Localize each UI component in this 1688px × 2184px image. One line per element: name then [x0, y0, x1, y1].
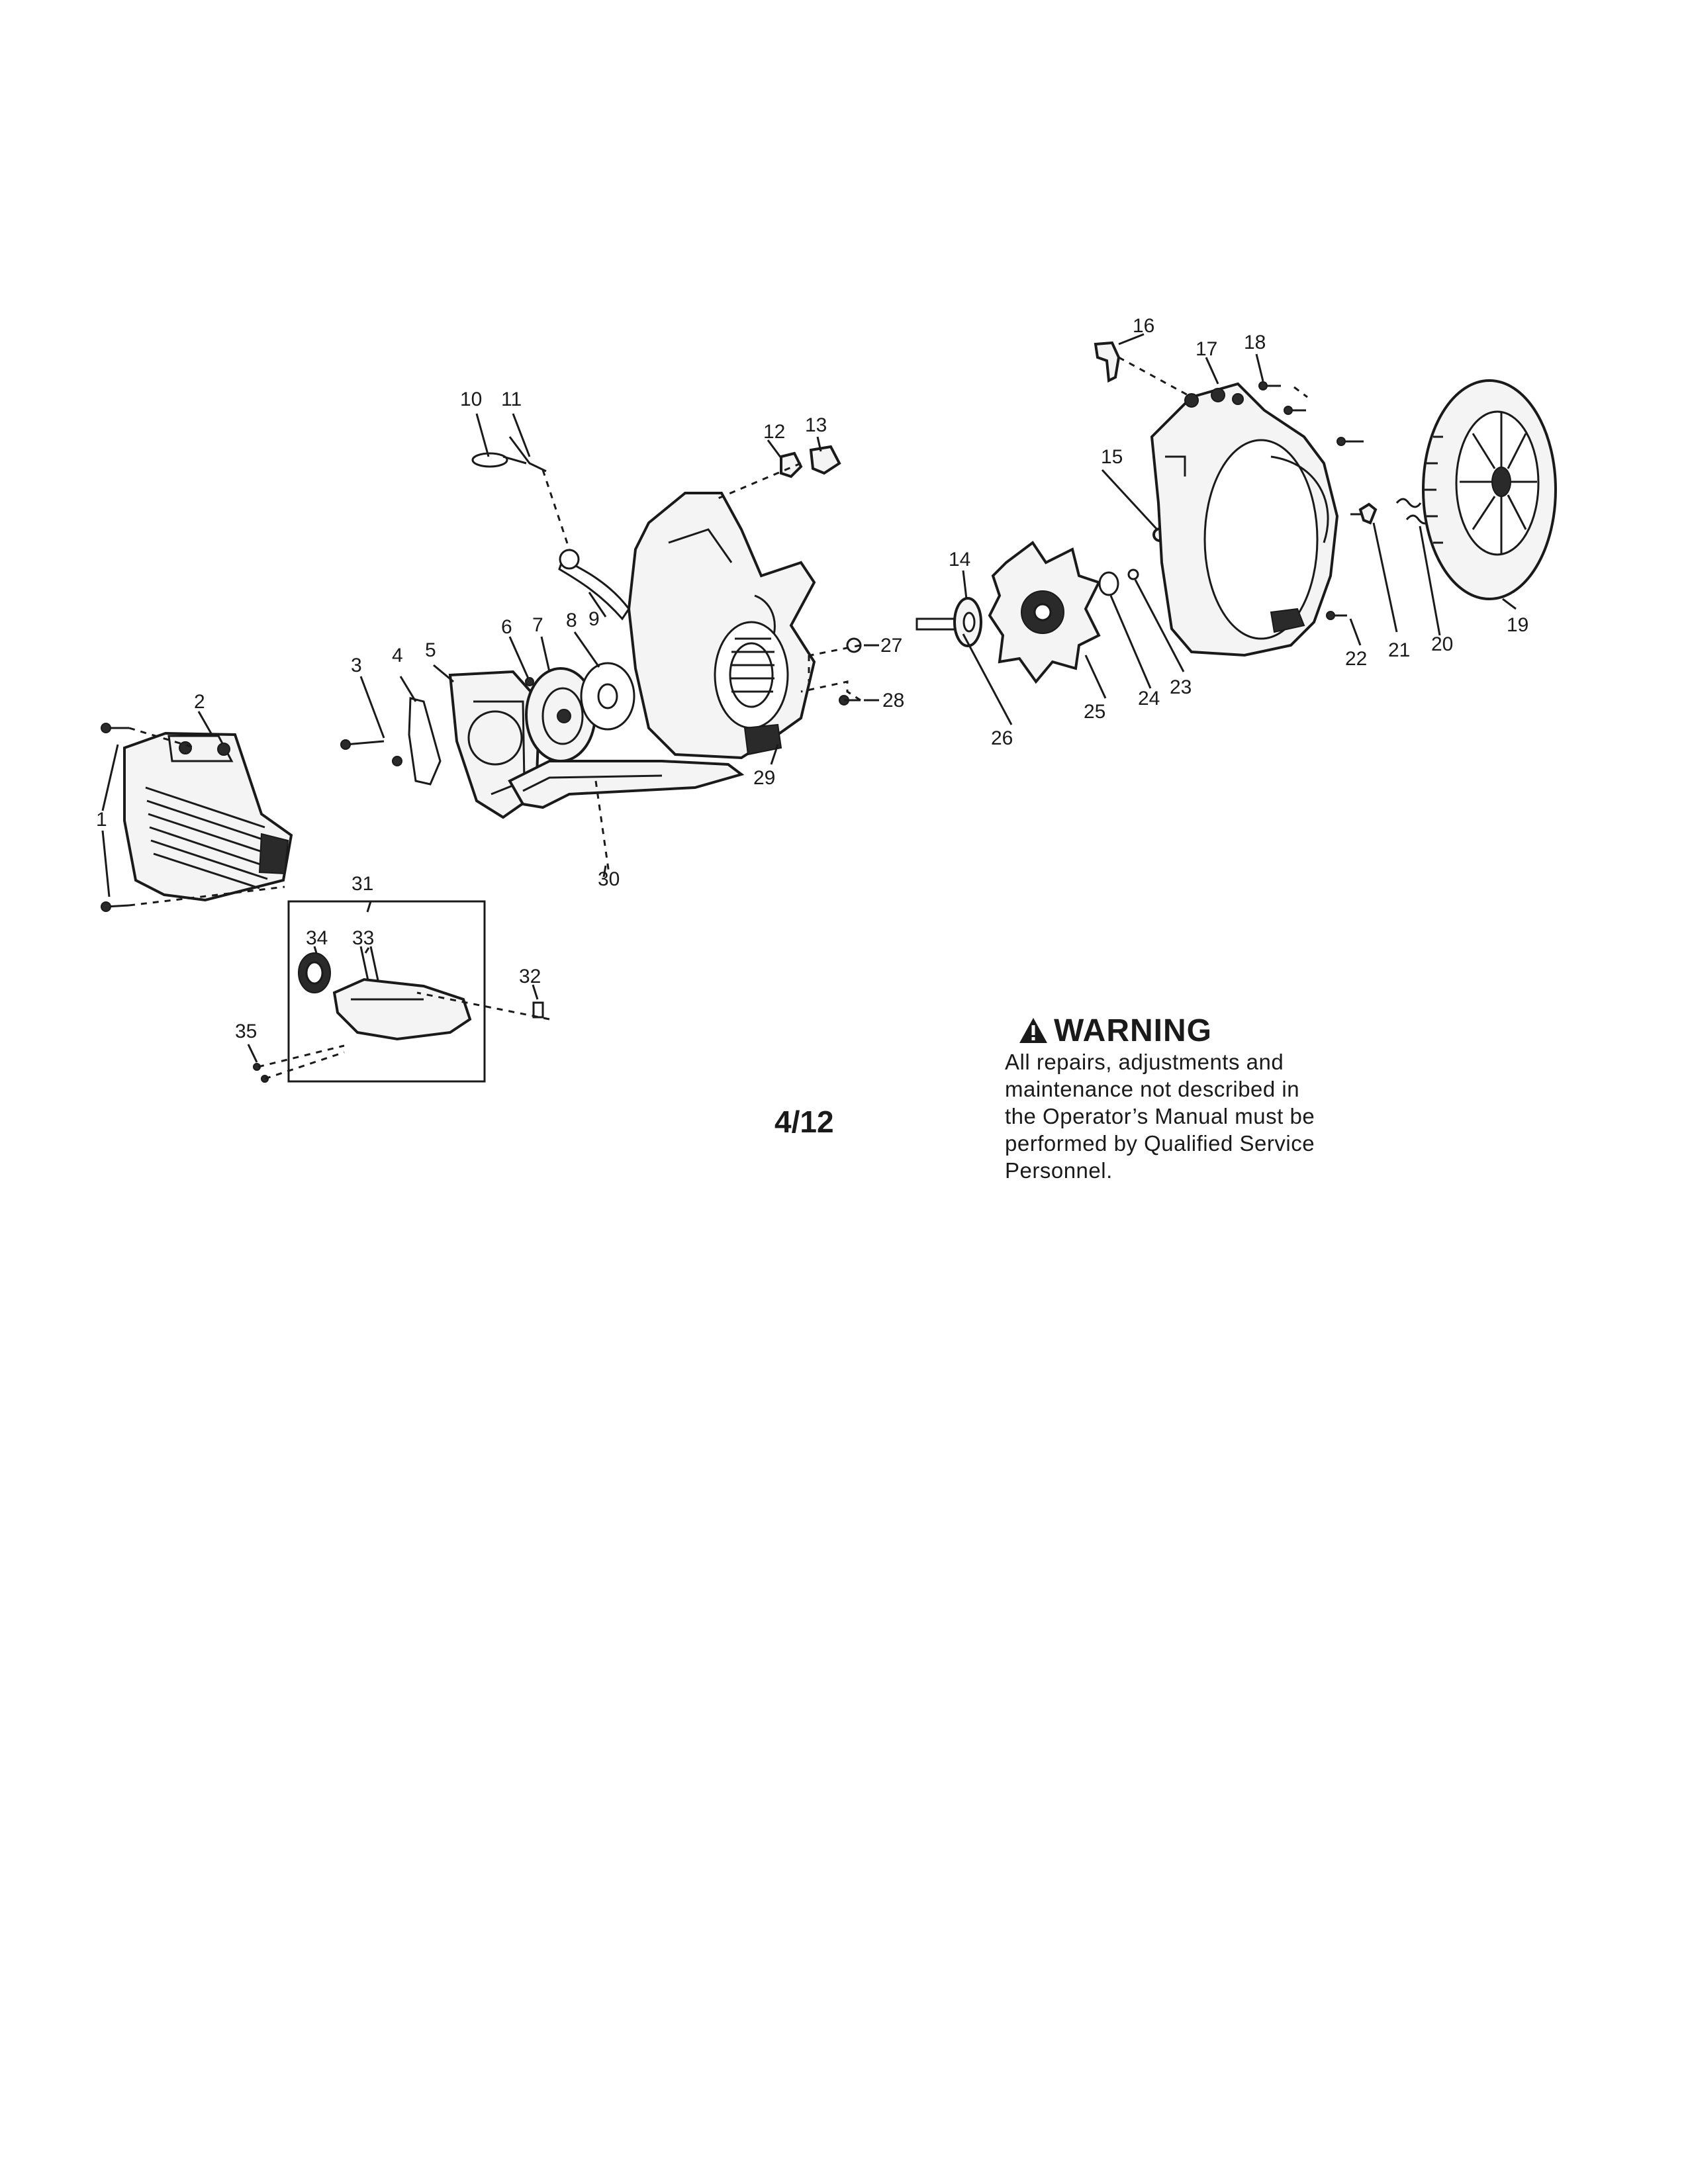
callout-1: 1 — [96, 809, 107, 831]
part-9-fuel-hose — [558, 549, 630, 621]
callout-13: 13 — [805, 414, 827, 436]
callout-11: 11 — [501, 388, 522, 410]
part-26-shaft — [915, 617, 958, 631]
callout-26: 26 — [991, 727, 1013, 749]
part-6-pulley — [525, 677, 534, 686]
part-11-fuel-line — [508, 436, 547, 473]
callout-14: 14 — [949, 549, 970, 570]
part-18-screws — [1258, 381, 1364, 446]
part-2-air-filter-cover — [123, 731, 293, 902]
part-16-switch — [1094, 341, 1121, 383]
callout-32: 32 — [519, 966, 541, 987]
callout-31: 31 — [352, 873, 373, 895]
warning-heading: WARNING — [1018, 1013, 1402, 1048]
callout-23: 23 — [1170, 676, 1192, 698]
callout-22: 22 — [1345, 648, 1367, 670]
warning-line: Personnel. — [1005, 1158, 1113, 1183]
callout-5: 5 — [425, 639, 436, 661]
part-32-pin — [532, 1001, 544, 1019]
callout-18: 18 — [1244, 332, 1266, 353]
callout-35: 35 — [235, 1021, 257, 1042]
warning-triangle-icon — [1019, 1018, 1047, 1043]
callout-28: 28 — [882, 690, 904, 711]
callout-20: 20 — [1431, 633, 1453, 655]
part-22-screw — [1326, 611, 1347, 620]
callout-34: 34 — [306, 927, 328, 949]
part-19-intake-grille — [1422, 379, 1557, 600]
callout-3: 3 — [351, 655, 362, 676]
warning-title: WARNING — [1054, 1013, 1212, 1048]
part-17-blower-housing — [1150, 382, 1339, 657]
part-24-washer — [1098, 571, 1119, 596]
callout-9: 9 — [588, 608, 600, 630]
warning-text: All repairs, adjustments and maintenance… — [1005, 1048, 1402, 1184]
callout-15: 15 — [1101, 446, 1123, 468]
warning-line: maintenance not described in — [1005, 1077, 1300, 1101]
warning-block: WARNING All repairs, adjustments and mai… — [1005, 1013, 1402, 1184]
part-31-inset-box — [287, 900, 486, 1083]
part-31-throttle-handle — [332, 978, 472, 1041]
part-3-screw — [340, 739, 385, 750]
part-21-clip — [1350, 502, 1378, 525]
part-23-nut — [1127, 569, 1139, 580]
callout-17: 17 — [1196, 338, 1217, 360]
callout-4: 4 — [392, 645, 403, 666]
part-13-grommet — [809, 445, 841, 475]
part-10-tank-cap — [471, 452, 527, 468]
warning-line: performed by Qualified Service — [1005, 1131, 1315, 1156]
callout-2: 2 — [194, 691, 205, 713]
part-4-plate — [392, 697, 442, 786]
callout-10: 10 — [460, 388, 482, 410]
part-8-washer — [580, 662, 635, 731]
part-7-recoil-spring — [525, 667, 596, 762]
part-25-impeller — [988, 541, 1101, 684]
callout-labels: 1 2 3 4 5 6 7 8 9 10 11 12 13 14 15 16 1… — [96, 315, 1528, 1042]
page-number: 4/12 — [774, 1105, 834, 1139]
callout-30: 30 — [598, 868, 620, 890]
part-1-screws — [101, 723, 130, 912]
part-12-grommet — [780, 451, 803, 478]
callout-7: 7 — [532, 614, 543, 636]
callout-12: 12 — [763, 421, 785, 443]
callout-lines — [101, 333, 1517, 1063]
leader-lines — [128, 356, 1308, 1080]
callout-24: 24 — [1138, 688, 1160, 709]
part-34-knob — [298, 952, 331, 993]
callout-8: 8 — [566, 610, 577, 631]
callout-27: 27 — [880, 635, 902, 657]
part-28-screw — [839, 695, 861, 705]
callout-29: 29 — [753, 767, 775, 789]
part-29-engine-housing — [627, 492, 816, 760]
callout-33: 33 — [352, 927, 374, 949]
part-14-spacer — [953, 597, 982, 647]
callout-25: 25 — [1084, 701, 1105, 723]
callout-6: 6 — [501, 616, 512, 638]
callout-21: 21 — [1388, 639, 1410, 661]
warning-line: All repairs, adjustments and — [1005, 1050, 1284, 1074]
callout-19: 19 — [1507, 614, 1528, 636]
warning-line: the Operator’s Manual must be — [1005, 1104, 1315, 1128]
part-30-handle — [508, 760, 745, 809]
callout-16: 16 — [1133, 315, 1154, 337]
